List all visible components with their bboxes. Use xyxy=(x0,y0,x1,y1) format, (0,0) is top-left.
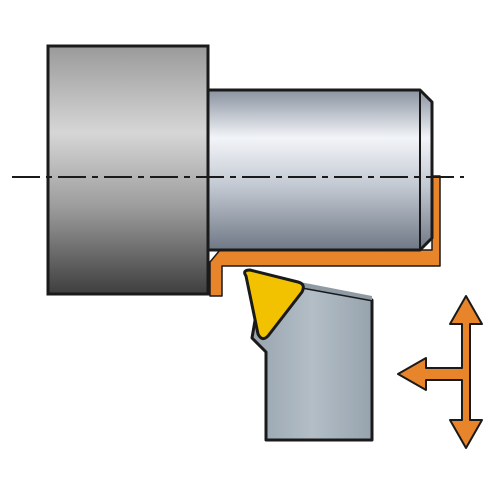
workpiece-shaft xyxy=(206,88,434,252)
triangular-insert xyxy=(243,268,305,341)
chuck-cylinder xyxy=(46,44,210,296)
feed-direction-arrows-icon xyxy=(397,295,483,449)
feed-arrow-shape xyxy=(397,295,483,449)
